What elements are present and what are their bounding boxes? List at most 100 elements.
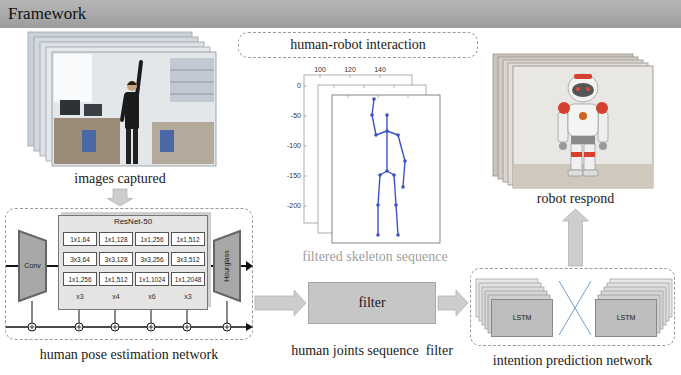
chair xyxy=(160,130,174,152)
sum-sign xyxy=(79,325,80,330)
flow-line xyxy=(115,310,116,323)
node-label: 1x1,128 xyxy=(104,236,127,243)
diagram-title: Framework xyxy=(8,4,86,24)
skeleton-bone xyxy=(396,205,398,235)
sum-node xyxy=(111,323,119,331)
sum-node xyxy=(147,323,155,331)
conv-unit: 1x1,256 xyxy=(135,232,169,246)
monitor xyxy=(60,100,80,115)
flow-line xyxy=(32,301,33,323)
flow-line xyxy=(151,310,152,323)
node-label: Conv xyxy=(24,262,40,270)
node-label: images captured xyxy=(20,171,220,187)
sum-sign xyxy=(115,325,116,330)
sum-node xyxy=(223,323,231,331)
sum-node xyxy=(183,323,191,331)
robot-foot xyxy=(568,170,583,176)
flow-line xyxy=(6,326,247,328)
robot-shoulder xyxy=(558,102,570,114)
skeleton-joint xyxy=(376,233,380,237)
conv-unit: 1x1,64 xyxy=(63,232,97,246)
conv-unit: 1x1,2048 xyxy=(171,272,205,286)
monitor xyxy=(84,104,102,116)
node-illustration xyxy=(275,65,475,265)
attention-line xyxy=(559,281,591,335)
robot-head xyxy=(568,74,598,102)
repeat-count: x4 xyxy=(112,293,119,301)
axis-tick-mark xyxy=(350,75,351,78)
attention-line xyxy=(559,281,591,335)
pose-network-panel: human pose estimation networkConvResNet-… xyxy=(5,208,253,340)
node-label: robot respond xyxy=(488,191,663,207)
node-label: 3x3,128 xyxy=(104,256,127,263)
axis-tick: 0 xyxy=(297,82,301,90)
sum-sign xyxy=(227,325,228,330)
chair xyxy=(82,130,96,152)
conv-unit: 1x1,512 xyxy=(171,232,205,246)
robot-torso xyxy=(568,104,598,136)
node-caption: human joints sequence filter xyxy=(291,343,453,359)
axis-tick-mark xyxy=(320,75,321,78)
node-label: human pose estimation network xyxy=(40,347,218,363)
axis-tick-mark xyxy=(304,206,307,207)
node-label: filtered skeleton sequence xyxy=(275,249,475,265)
axis-tick-mark xyxy=(304,86,307,87)
conv-unit: 1x1,1024 xyxy=(135,272,169,286)
conv-unit: 3x3,128 xyxy=(99,252,133,266)
robot-shoulder xyxy=(596,102,608,114)
skeleton-bone xyxy=(386,115,387,131)
axis-tick-mark xyxy=(394,85,395,88)
robot-images: robot respond xyxy=(488,52,663,207)
photo-frame xyxy=(52,52,216,166)
person-arm xyxy=(122,95,126,120)
skeleton-joint xyxy=(385,169,389,173)
conv-unit: 3x3,256 xyxy=(135,252,169,266)
skeleton-joint xyxy=(372,97,376,101)
person-leg xyxy=(133,128,138,164)
resnet-block: ResNet-501x1,641x1,1281x1,2561x1,5123x3,… xyxy=(58,215,208,310)
node-label: 1x1,512 xyxy=(176,236,199,243)
skeleton-joint xyxy=(392,173,396,177)
skeleton-bone xyxy=(378,175,380,205)
node-illustration xyxy=(488,52,663,207)
node-label: intention prediction network xyxy=(493,353,652,369)
robot-chest xyxy=(579,112,587,120)
axis-tick: -100 xyxy=(287,142,301,150)
skeleton-bone xyxy=(372,115,376,135)
axis-tick: -200 xyxy=(287,202,301,210)
robot-hand xyxy=(599,142,607,150)
node-label: 1x1,256 xyxy=(140,236,163,243)
shelf-board xyxy=(170,94,214,95)
skeleton-joint xyxy=(378,173,382,177)
robot-knee xyxy=(584,152,595,157)
axis-tick: -150 xyxy=(287,172,301,180)
skeleton-joint xyxy=(376,203,380,207)
skeleton-bone xyxy=(386,131,387,171)
block-arrow xyxy=(255,290,306,316)
repeat-count: x3 xyxy=(184,293,191,301)
sum-node xyxy=(28,323,36,331)
node-label: 1x1,2048 xyxy=(175,276,202,283)
lstm-cell: LSTM xyxy=(595,299,657,337)
node-label: filter xyxy=(358,295,385,311)
axis-tick-mark xyxy=(364,85,365,88)
axis-tick: 120 xyxy=(344,66,356,74)
shelf xyxy=(170,58,214,102)
flow-line xyxy=(240,265,247,267)
skeleton-joint xyxy=(396,133,400,137)
hourglass-module: Hourglass xyxy=(214,231,240,301)
sum-sign xyxy=(32,325,33,330)
trapezoid-shape xyxy=(19,231,46,301)
block-arrow xyxy=(563,209,589,266)
node-label: 3x3,512 xyxy=(176,256,199,263)
axis-tick-mark xyxy=(304,146,307,147)
axis-tick-mark xyxy=(378,95,379,98)
conv-unit: 1x1,128 xyxy=(99,232,133,246)
skeleton-joint xyxy=(385,129,389,133)
plot-frame xyxy=(332,95,440,243)
shelf-board xyxy=(170,82,214,83)
skeleton-joint xyxy=(401,185,405,189)
skeleton-bone xyxy=(372,99,374,115)
node-label: Hourglass xyxy=(223,250,231,282)
